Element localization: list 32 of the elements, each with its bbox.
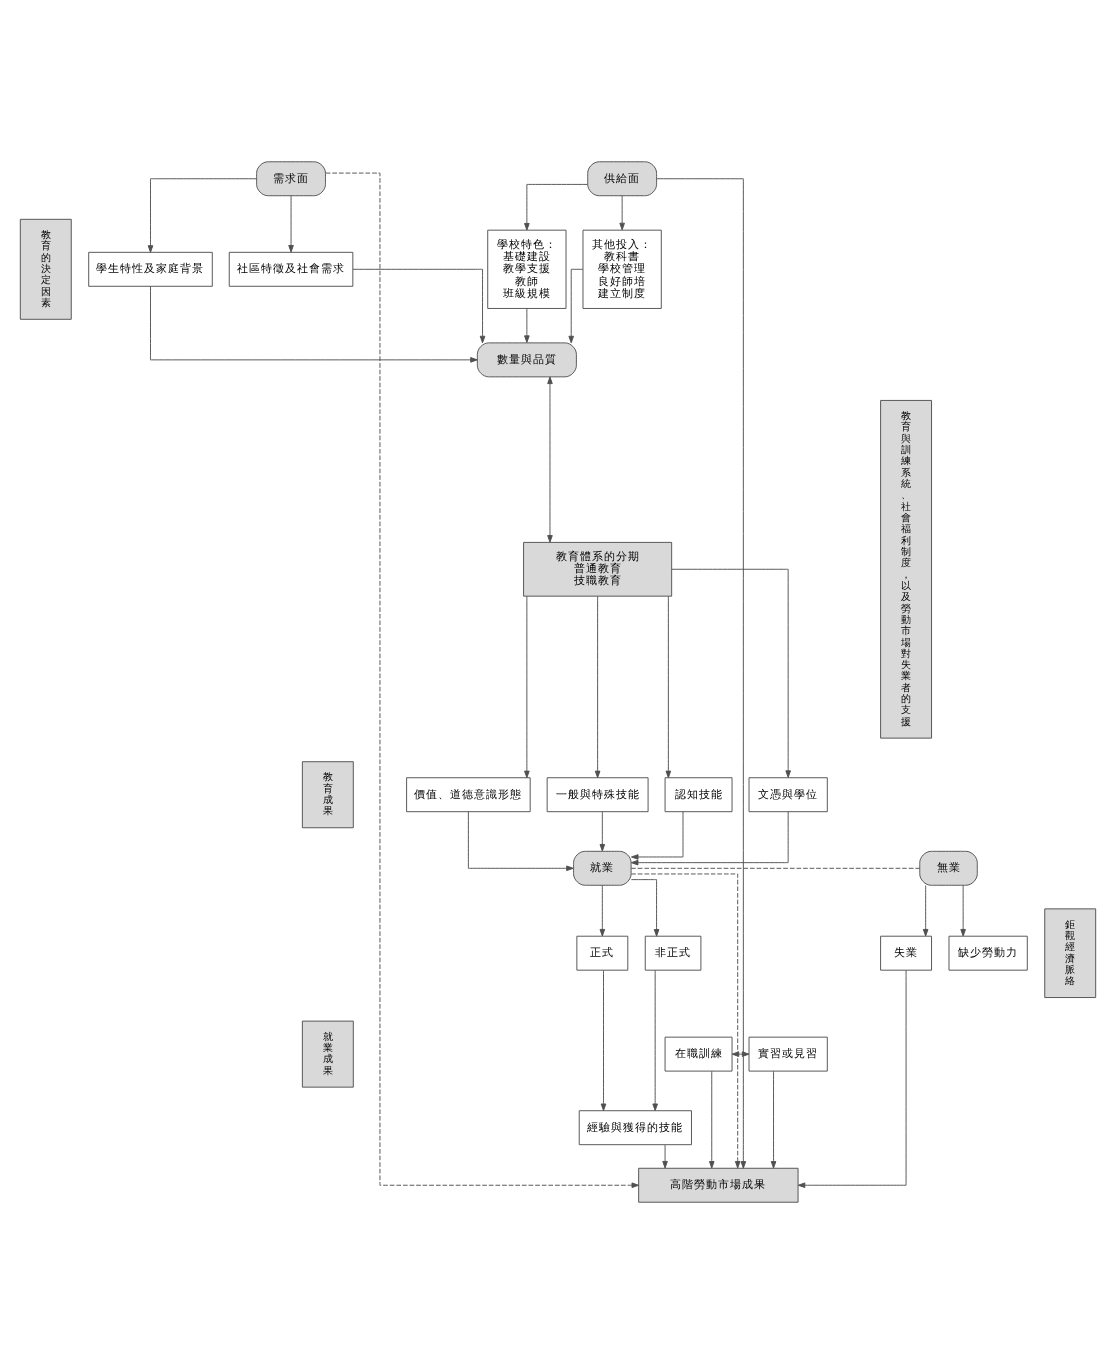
arrow bbox=[352, 268, 486, 344]
arrow bbox=[709, 1070, 715, 1169]
arrow bbox=[325, 172, 640, 1189]
arrow bbox=[630, 879, 660, 937]
connector bbox=[630, 867, 921, 869]
arrow bbox=[524, 596, 530, 779]
arrow bbox=[960, 885, 966, 937]
arrow bbox=[147, 178, 257, 253]
arrow bbox=[631, 811, 684, 860]
arrow bbox=[630, 811, 789, 866]
arrow bbox=[568, 268, 584, 344]
arrow bbox=[671, 568, 791, 778]
arrow bbox=[467, 811, 574, 872]
arrow bbox=[665, 596, 672, 779]
arrow bbox=[619, 195, 625, 231]
arrow bbox=[547, 376, 553, 543]
arrow bbox=[797, 969, 907, 1189]
arrow bbox=[731, 1051, 750, 1057]
arrow bbox=[524, 183, 588, 231]
arrow bbox=[652, 969, 658, 1112]
arrow bbox=[922, 885, 929, 937]
arrow bbox=[288, 195, 294, 253]
arrow bbox=[599, 885, 606, 937]
arrow bbox=[770, 1070, 777, 1169]
arrow bbox=[150, 285, 478, 363]
arrow bbox=[630, 873, 741, 1169]
arrow bbox=[600, 969, 607, 1112]
arrow bbox=[656, 178, 747, 1169]
arrow bbox=[599, 811, 606, 852]
arrow bbox=[662, 1144, 668, 1169]
arrow bbox=[594, 596, 601, 779]
arrow bbox=[524, 308, 530, 343]
